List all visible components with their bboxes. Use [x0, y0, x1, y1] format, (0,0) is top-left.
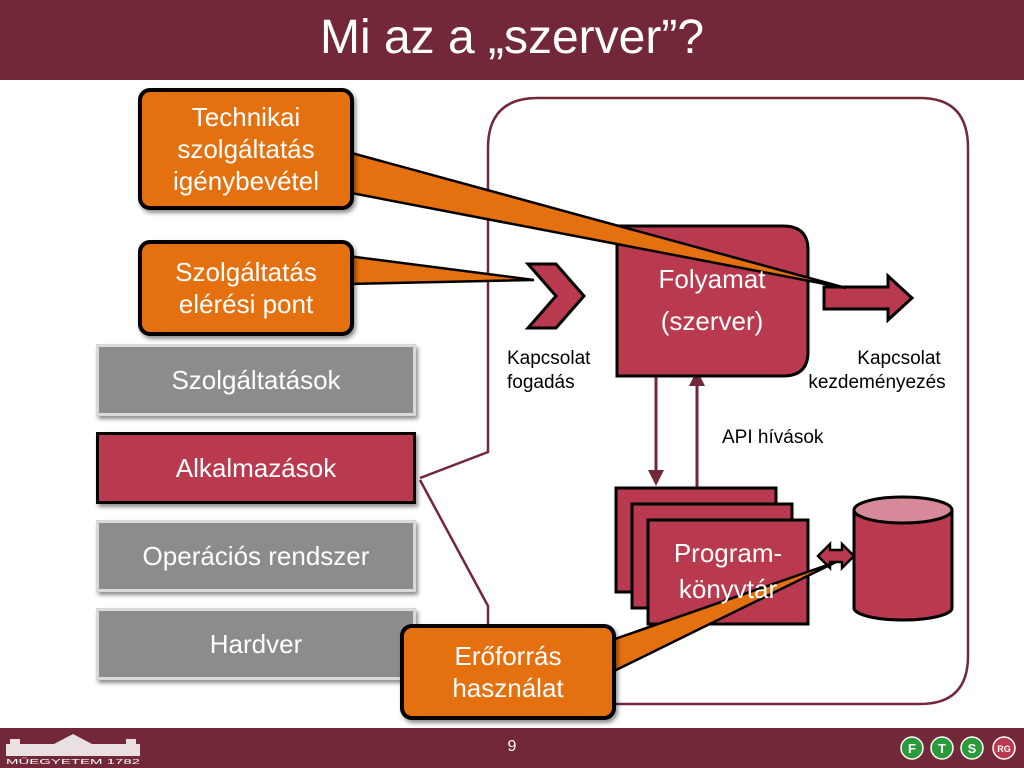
callout-pointer-access-point [346, 254, 535, 286]
slide-title: Mi az a „szerver”? [319, 11, 705, 64]
label-initiate-connection: Kapcsolat kezdeményezés [790, 347, 964, 395]
title-bar: Mi az a „szerver”? [0, 0, 1024, 80]
accept-line2: fogadás [507, 372, 575, 393]
layer-operating-system: Operációs rendszer [96, 520, 416, 592]
chevron-icon [524, 262, 586, 330]
initiate-line2: kezdeményezés [808, 372, 946, 393]
layer-applications: Alkalmazások [96, 432, 416, 504]
accept-line1: Kapcsolat [507, 348, 591, 369]
page-number: 9 [507, 738, 517, 755]
university-text: MŰEGYETEM 1782 [6, 757, 140, 766]
logo-letter-f: F [908, 741, 916, 756]
initiate-line1: Kapcsolat [857, 348, 941, 369]
university-building-logo: MŰEGYETEM 1782 [6, 734, 140, 766]
logo-letters-rg: RG [997, 744, 1011, 754]
layer-hardware: Hardver [96, 608, 416, 680]
layer-services-label: Szolgáltatások [171, 365, 341, 395]
program-library-stack [614, 486, 810, 626]
ftsrg-logo: F T S RG [900, 736, 1016, 760]
outgoing-arrow-icon [822, 272, 915, 324]
layer-os-label: Operációs rendszer [142, 541, 370, 571]
callout-technical-line1: Technikai [191, 102, 301, 132]
diagram-canvas: Folyamat (szerver) Program- könyvtár [344, 96, 970, 706]
logo-letter-s: S [968, 741, 977, 756]
layer-services: Szolgáltatások [96, 344, 416, 416]
callout-technical-line2: szolgáltatás [177, 134, 315, 164]
logo-letter-t: T [938, 741, 946, 756]
label-accept-connection: Kapcsolat fogadás [507, 347, 590, 395]
api-call-arrows [648, 370, 705, 488]
double-arrow-icon [816, 540, 856, 572]
callout-technical-service-use: Technikai szolgáltatás igénybevétel [138, 88, 354, 210]
callout-resource-line2: használat [452, 673, 564, 703]
callout-access-line2: elérési pont [178, 289, 314, 319]
database-icon [852, 495, 954, 622]
library-label-line2: könyvtár [679, 574, 778, 604]
footer-bar: MŰEGYETEM 1782 9 F T S RG [0, 728, 1024, 768]
layer-applications-label: Alkalmazások [175, 453, 337, 483]
layer-hardware-label: Hardver [209, 629, 303, 659]
library-label-line1: Program- [674, 538, 782, 568]
callout-resource-use: Erőforrás használat [400, 624, 616, 720]
callout-access-line1: Szolgáltatás [175, 257, 317, 287]
callout-technical-line3: igénybevétel [173, 166, 319, 196]
label-api-calls: API hívások [722, 427, 824, 448]
process-label-line2: (szerver) [661, 306, 764, 336]
process-label-line1: Folyamat [659, 264, 767, 294]
callout-resource-line1: Erőforrás [454, 641, 562, 671]
callout-service-access-point: Szolgáltatás elérési pont [138, 240, 354, 336]
